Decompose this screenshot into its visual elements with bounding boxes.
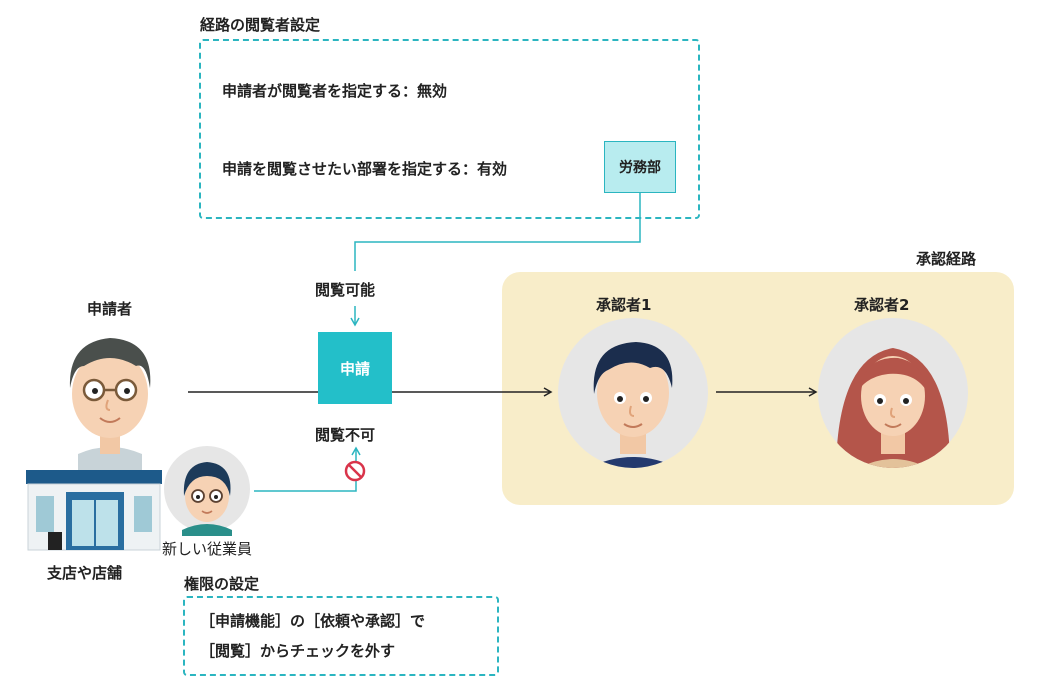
not-viewable-label: 閲覧不可 xyxy=(315,426,376,444)
approver1-label: 承認者1 xyxy=(596,296,652,314)
approver1-avatar xyxy=(558,318,708,468)
application-box: 申請 xyxy=(318,332,392,404)
applicant-avatar xyxy=(69,338,151,472)
applicant-label: 申請者 xyxy=(87,300,133,318)
viewer-setting-applicant: 申請者が閲覧者を指定する：無効 xyxy=(222,82,448,100)
viewer-setting-department: 申請を閲覧させたい部署を指定する：有効 xyxy=(222,160,508,178)
viewer-settings-title: 経路の閲覧者設定 xyxy=(200,16,321,34)
permission-line2: ［閲覧］からチェックを外す xyxy=(200,642,396,660)
viewable-label: 閲覧可能 xyxy=(315,281,376,299)
department-box: 労務部 xyxy=(604,141,676,193)
approver2-label: 承認者2 xyxy=(854,296,910,314)
not-viewable-connector xyxy=(254,446,361,492)
branch-label: 支店や店舗 xyxy=(47,564,123,582)
store-icon xyxy=(26,470,162,551)
permission-line1: ［申請機能］の［依頼や承認］で xyxy=(200,612,426,630)
prohibited-icon xyxy=(344,460,366,482)
viewable-connector xyxy=(354,193,641,271)
new-employee-label: 新しい従業員 xyxy=(162,540,253,558)
permission-title: 権限の設定 xyxy=(184,575,260,593)
new-employee-avatar xyxy=(164,446,250,536)
permission-box xyxy=(183,596,499,676)
approval-route-title: 承認経路 xyxy=(916,250,977,268)
viewer-settings-box xyxy=(199,39,700,219)
approver2-avatar xyxy=(818,318,968,468)
